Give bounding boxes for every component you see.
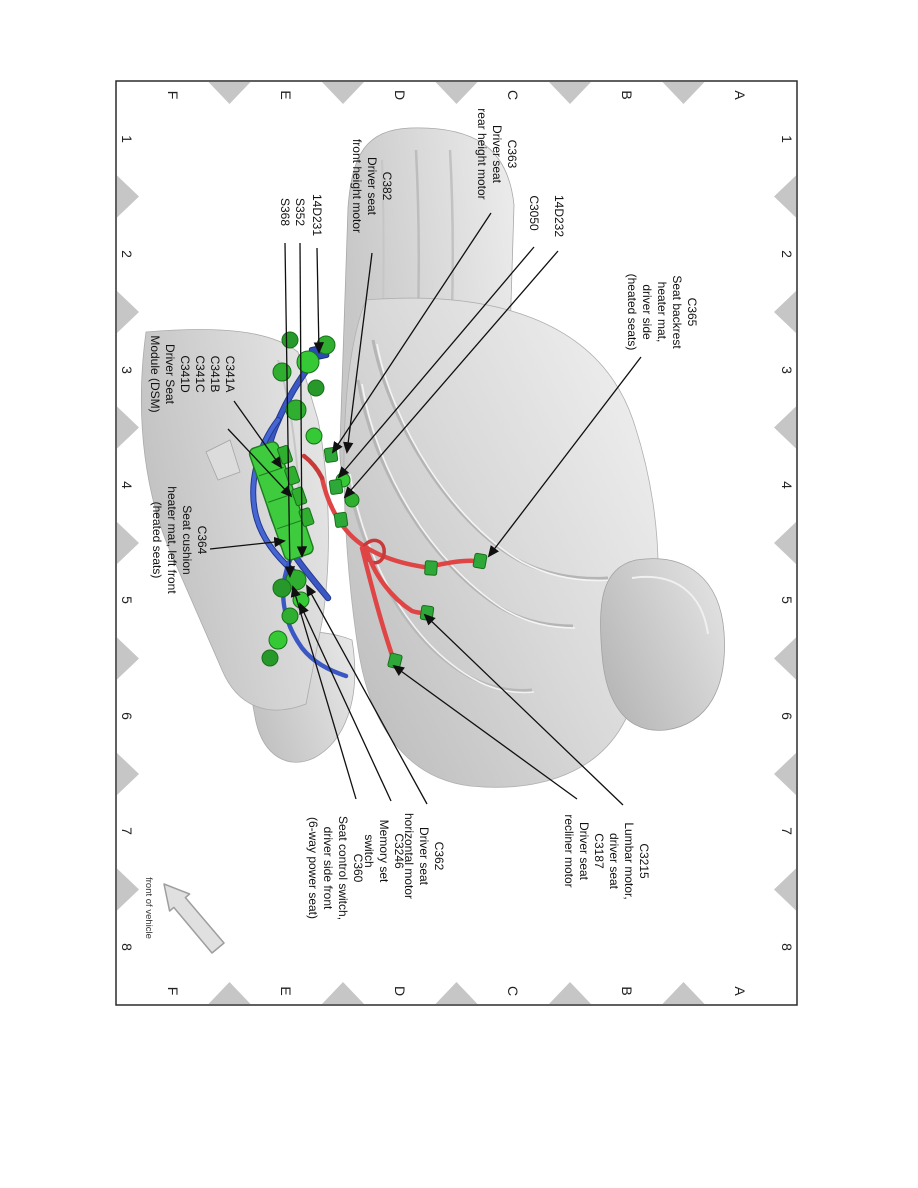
label-14d232: 14D232 [552, 194, 566, 238]
grid-col-label-top: 7 [779, 827, 795, 835]
grid-row-label-left: D [392, 89, 408, 101]
grid-row-label-left: C [505, 89, 521, 101]
label-c341-dsm: C341A C341B C341C C341D Driver Seat Modu… [148, 335, 237, 413]
grid-col-label-bottom: 7 [119, 827, 135, 835]
label-c362: C362 Driver seat horizontal motor [402, 812, 446, 900]
grid-col-label-bottom: 5 [119, 596, 135, 604]
leader-c3246 [299, 602, 392, 802]
leader-c382 [343, 252, 373, 454]
label-c365: C365 Seat backrest heater mat, driver si… [625, 273, 699, 351]
grid-row-label-left: F [165, 90, 181, 100]
seat-body [140, 127, 725, 788]
leader-c365 [487, 356, 642, 558]
label-14d231: 14D231 [310, 193, 324, 237]
grid-row-label-right: A [732, 986, 748, 996]
connector-c363 [323, 446, 339, 463]
green-harness [248, 331, 488, 670]
label-c382: C382 Driver seat front height motor [350, 138, 394, 234]
zone-border [115, 80, 798, 1006]
leader-c362 [306, 584, 428, 805]
connector-14d232 [333, 511, 349, 528]
grid-col-label-top: 4 [779, 481, 795, 489]
grid-col-label-bottom: 6 [119, 712, 135, 720]
grid-col-label-bottom: 3 [119, 366, 135, 374]
grid-col-label-bottom: 2 [119, 250, 135, 258]
grid-row-label-right: F [165, 986, 181, 996]
grid-col-label-bottom: 4 [119, 481, 135, 489]
label-s352-s368: S352 S368 [278, 197, 307, 227]
leader-c3215 [423, 613, 624, 806]
leader-arrows [209, 212, 642, 806]
grid-col-label-top: 5 [779, 596, 795, 604]
label-c364: C364 Seat cushion heater mat, left front… [150, 486, 209, 594]
leader-14d231 [313, 247, 325, 354]
connector-c3215 [419, 604, 435, 622]
leader-c3187 [392, 664, 578, 800]
connector-c3050 [328, 478, 344, 495]
leader-c364 [209, 536, 286, 550]
label-c363: C363 Driver seat rear height motor [475, 108, 519, 200]
leader-s352 [296, 242, 308, 558]
grid-row-label-left: A [732, 90, 748, 100]
connector-c365 [472, 552, 488, 570]
front-of-vehicle-arrow-icon [163, 883, 225, 954]
label-c3246: C3246 Memory set switch [362, 819, 406, 883]
leader-c341-dsm-2 [227, 428, 293, 498]
grid-row-label-right: D [392, 985, 408, 997]
grid-row-label-right: E [278, 986, 294, 996]
grid-row-label-right: B [619, 986, 635, 996]
leader-c3050 [337, 246, 535, 479]
leader-c360 [290, 585, 357, 800]
label-c360: C360 Seat control switch, driver side fr… [306, 815, 365, 921]
grid-col-label-bottom: 8 [119, 943, 135, 951]
zone-triangles [117, 82, 796, 1004]
grid-col-label-top: 8 [779, 943, 795, 951]
leader-c341-dsm-1 [233, 400, 283, 469]
grid-col-label-top: 2 [779, 250, 795, 258]
grid-col-label-top: 3 [779, 366, 795, 374]
leader-s368 [284, 242, 296, 578]
leader-c363 [331, 212, 492, 454]
connector-red-mid [424, 560, 438, 576]
grid-col-label-bottom: 1 [119, 135, 135, 143]
label-c3215: C3215 Lumbar motor, driver seat [607, 822, 651, 900]
leader-14d232 [343, 250, 559, 499]
front-of-vehicle-label: front of vehicle [143, 877, 154, 939]
grid-row-label-left: E [278, 90, 294, 100]
grid-col-label-top: 6 [779, 712, 795, 720]
label-c3050: C3050 [527, 195, 541, 231]
label-c3187: C3187 Driver seat recliner motor [562, 814, 606, 888]
grid-row-label-right: C [505, 985, 521, 997]
grid-col-label-top: 1 [779, 135, 795, 143]
grid-row-label-left: B [619, 90, 635, 100]
